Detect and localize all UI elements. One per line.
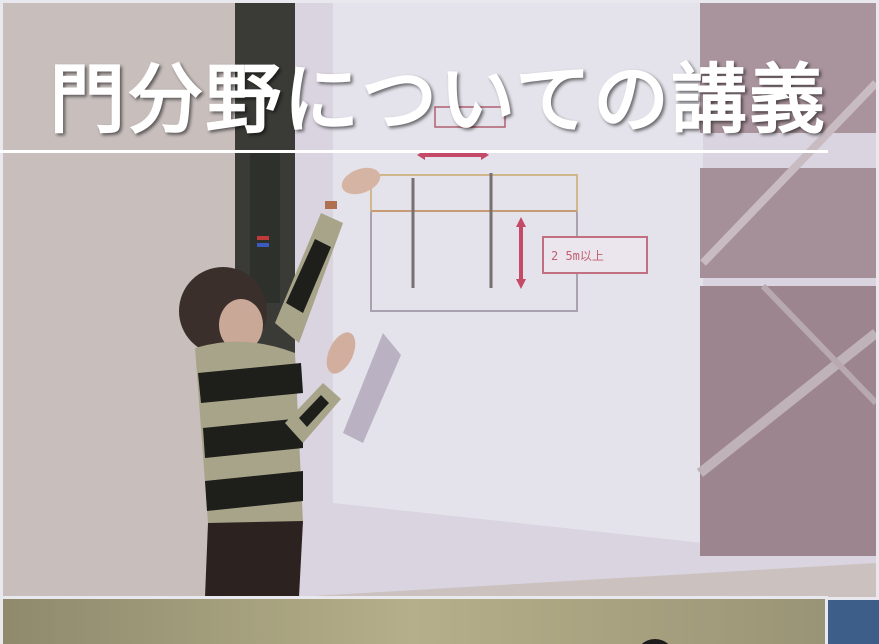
svg-text:2 5m以上: 2 5m以上: [551, 249, 604, 263]
lecture-photo: 2 5m以上: [0, 0, 879, 600]
title-region: 門分野についての講義: [0, 57, 879, 157]
slide-title: 門分野についての講義: [49, 57, 827, 144]
title-underline: [0, 150, 828, 153]
second-photo: [0, 596, 828, 644]
lecture-photo-scene: 2 5m以上: [3, 3, 876, 597]
person-head: [635, 639, 675, 644]
